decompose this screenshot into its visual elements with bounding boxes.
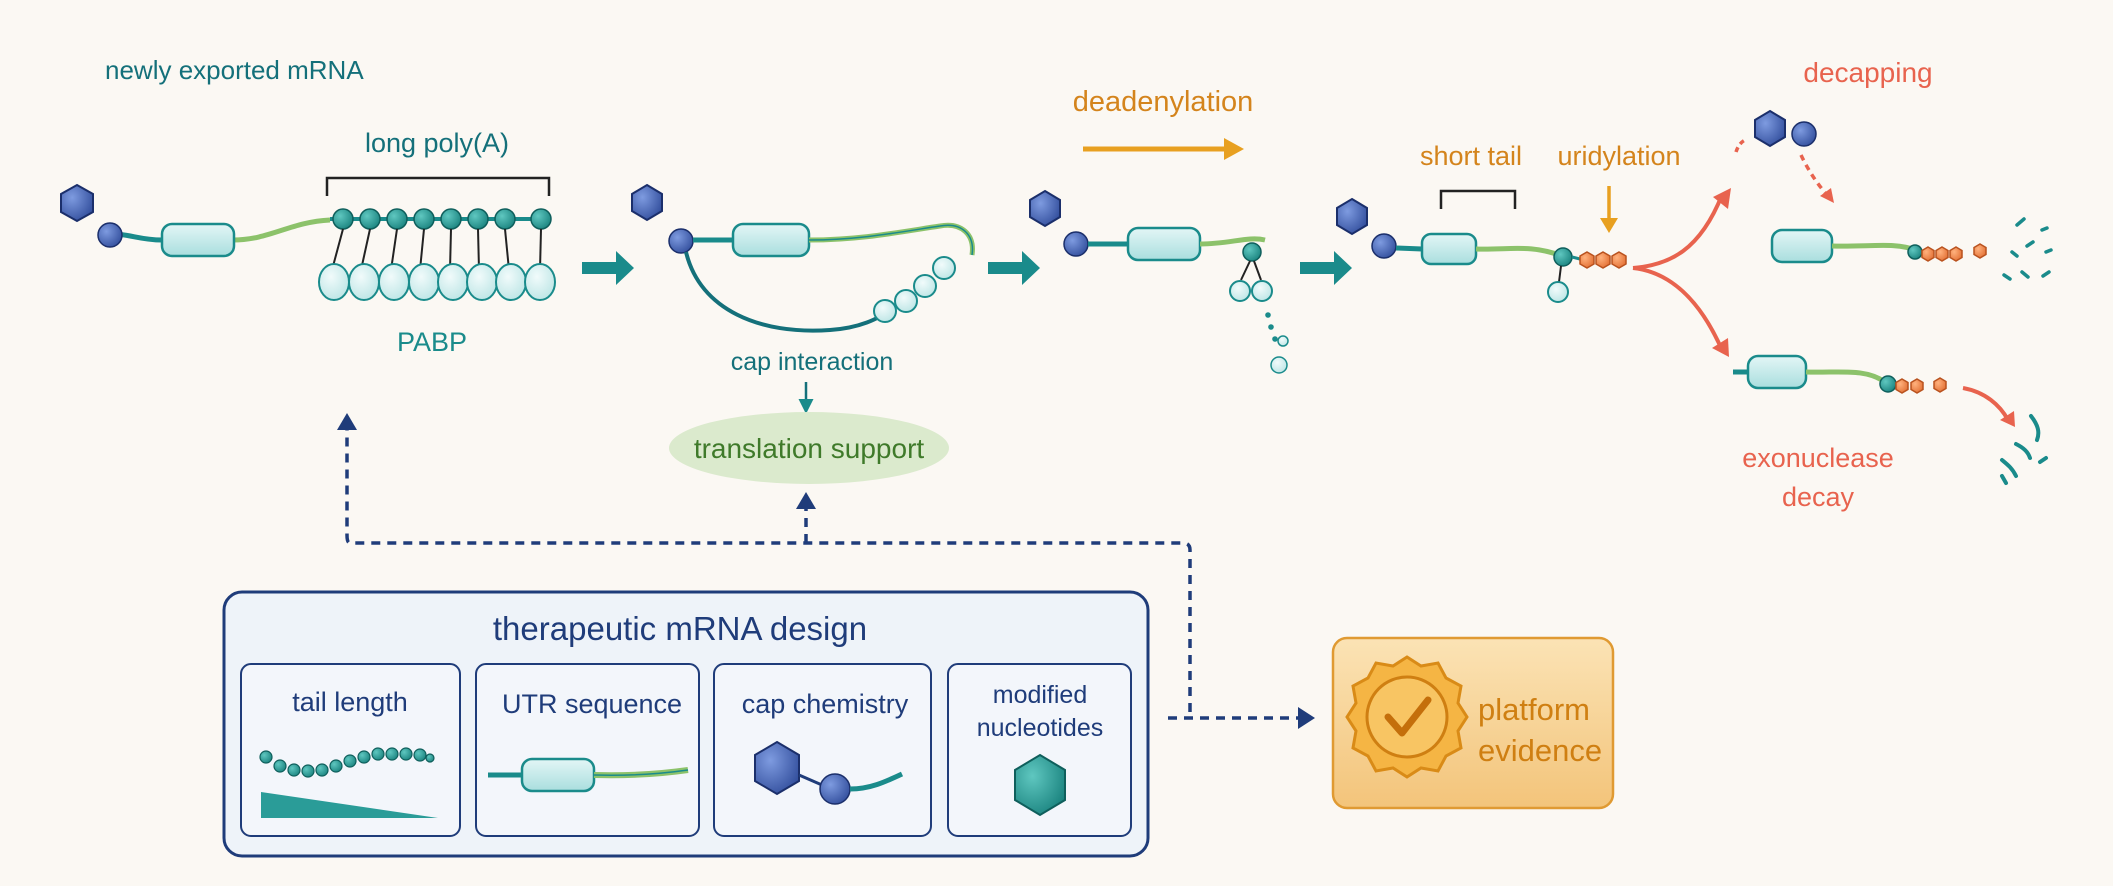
released-cap-nucleotide-icon bbox=[1791, 121, 1817, 147]
pabp-proteins bbox=[873, 256, 956, 323]
pabp-protein bbox=[1229, 280, 1251, 302]
design-influence-arrows bbox=[337, 413, 1315, 729]
decapping-label: decapping bbox=[1803, 57, 1932, 88]
short-tail-bracket bbox=[1439, 189, 1517, 209]
cap-nucleotide-icon bbox=[97, 222, 123, 248]
modified-label: modified bbox=[993, 681, 1088, 709]
translation-support-label: translation support bbox=[694, 433, 925, 464]
design-panel-title: therapeutic mRNA design bbox=[493, 610, 867, 647]
tail-length-gradient-icon bbox=[261, 792, 438, 818]
design-card-cap-chemistry: cap chemistry bbox=[713, 663, 932, 837]
coding-region-block bbox=[1746, 354, 1808, 390]
utr-tail-segment bbox=[1199, 236, 1266, 247]
cap-icon bbox=[1336, 197, 1368, 236]
therapeutic-design-panel: therapeutic mRNA design tail length UTR … bbox=[222, 590, 1150, 858]
checkmark-icon bbox=[1384, 696, 1432, 737]
deadenylation-label: deadenylation bbox=[1073, 86, 1254, 118]
coding-region-block bbox=[160, 222, 236, 258]
stage-exonuclease-decay: exonuclease decay bbox=[1733, 354, 2048, 512]
mrna-backbone bbox=[1395, 245, 1423, 252]
cap-icon bbox=[631, 183, 663, 222]
stage-newly-exported-mrna: newly exported mRNA long poly(A) bbox=[60, 55, 556, 357]
pabp-protein bbox=[1270, 356, 1288, 374]
cap-icon bbox=[1029, 189, 1061, 228]
uridylation-label: uridylation bbox=[1557, 141, 1680, 171]
exonuclease-arrow bbox=[1962, 386, 2010, 421]
uridine-tail bbox=[1579, 251, 1627, 269]
exonuclease-label: exonuclease bbox=[1742, 443, 1894, 473]
influence-arrow-to-pabp bbox=[345, 428, 1192, 712]
certified-seal-icon bbox=[1345, 655, 1469, 779]
decay-label: decay bbox=[1782, 482, 1855, 512]
pabp-proteins bbox=[318, 263, 556, 301]
tail-length-label: tail length bbox=[292, 687, 408, 717]
utr-sequence-label: UTR sequence bbox=[502, 689, 682, 719]
polya-bead bbox=[1242, 242, 1262, 262]
utr-tail-segment bbox=[1475, 245, 1563, 259]
evidence-label: evidence bbox=[1478, 733, 1602, 768]
cap-nucleotide-icon bbox=[668, 228, 694, 254]
coding-region-block bbox=[1770, 228, 1834, 264]
short-tail-label: short tail bbox=[1420, 141, 1522, 171]
modified-nucleotide-icon bbox=[1014, 753, 1066, 817]
branch-arrow-exonuclease bbox=[1632, 266, 1724, 351]
stage-decapping: decapping bbox=[1734, 57, 2053, 281]
stage-short-tail-uridylation: short tail uridylation bbox=[1336, 141, 1681, 303]
utr-sequence-icon bbox=[520, 757, 596, 793]
design-card-tail-length: tail length bbox=[240, 663, 461, 837]
cap-nucleotide-icon bbox=[1063, 231, 1089, 257]
newly-exported-label: newly exported mRNA bbox=[105, 55, 364, 85]
coding-region-block bbox=[1126, 226, 1202, 262]
cap-icon bbox=[60, 183, 94, 223]
closed-loop-strand bbox=[684, 251, 887, 333]
tail-length-beads-icon bbox=[259, 747, 435, 778]
deadenylation-arrowhead bbox=[1224, 138, 1244, 160]
exonuclease-fragments bbox=[2000, 414, 2048, 485]
pabp-protein bbox=[1251, 280, 1273, 302]
long-polya-bracket bbox=[325, 176, 551, 196]
degraded-fragments bbox=[2002, 217, 2053, 281]
cap-chemistry-label: cap chemistry bbox=[742, 689, 909, 719]
nucleotides-label: nucleotides bbox=[977, 714, 1103, 742]
uridine-tail bbox=[1895, 377, 1947, 394]
platform-evidence-badge: platform evidence bbox=[1331, 636, 1615, 810]
flow-arrow-3 bbox=[1300, 251, 1352, 285]
uridine-tail bbox=[1921, 243, 1987, 262]
released-cap-icon bbox=[1754, 109, 1786, 148]
stage-cap-interaction: cap interaction translation support bbox=[631, 183, 975, 484]
coding-region-block bbox=[1420, 232, 1478, 266]
flow-arrow-1 bbox=[582, 251, 634, 285]
flow-arrow-2 bbox=[988, 251, 1040, 285]
branch-arrow-decapping bbox=[1632, 194, 1724, 270]
utr-tail-segment bbox=[1805, 369, 1887, 385]
utr-tail-segment bbox=[1831, 242, 1916, 253]
translation-support-pill bbox=[669, 412, 949, 484]
cap-interaction-label: cap interaction bbox=[731, 348, 894, 376]
pabp-label: PABP bbox=[397, 327, 467, 357]
polya-bead bbox=[1553, 247, 1573, 267]
design-card-utr-sequence: UTR sequence bbox=[475, 663, 700, 837]
utr-tail-segment bbox=[808, 222, 975, 256]
platform-label: platform bbox=[1478, 692, 1590, 727]
cap-chemistry-icon bbox=[754, 740, 800, 796]
long-polya-label: long poly(A) bbox=[365, 128, 509, 158]
utr-tail-segment bbox=[232, 217, 331, 243]
released-nucleotides bbox=[1265, 312, 1278, 342]
decapping-dashed-arrow bbox=[1799, 154, 1830, 198]
pabp-protein bbox=[1547, 281, 1569, 303]
stage-deadenylation: deadenylation bbox=[1029, 86, 1289, 374]
cap-nucleotide-icon bbox=[1371, 233, 1397, 259]
coding-region-block bbox=[731, 222, 811, 258]
design-card-modified-nucleotides: modified nucleotides bbox=[947, 663, 1132, 837]
